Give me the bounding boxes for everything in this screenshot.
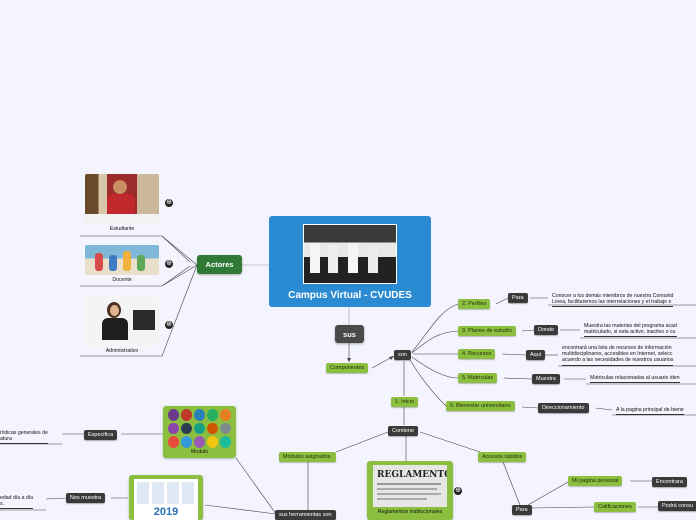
teacher-photo (85, 245, 159, 275)
globe-icon[interactable]: ⊕ (165, 199, 173, 207)
modulo-node[interactable]: Modulo (163, 406, 236, 458)
podra-node[interactable]: Podrá consu (658, 501, 696, 511)
modulos-asignados-node[interactable]: Módulos asignados. (279, 452, 336, 462)
actores-node[interactable]: Actores (197, 255, 242, 274)
matriculas-node[interactable]: 5. Matriculas (458, 373, 498, 383)
perfiles-note: Conocer a los demás miembros de nuestra … (552, 293, 674, 308)
bienestar-node[interactable]: 6. Bienestar universitario (446, 401, 515, 411)
herramientas-node[interactable]: sus herramientas son (275, 510, 336, 520)
mi-pagina-node[interactable]: Mi pagina personal (568, 476, 623, 486)
bienestar-link[interactable]: Direccionamiento (538, 403, 589, 413)
contiene-node[interactable]: Contiene (388, 426, 419, 436)
globe-icon[interactable]: ⊕ (165, 321, 173, 329)
modulo-caption: Modulo (190, 449, 208, 455)
graduation-photo (303, 224, 397, 284)
perfiles-link[interactable]: Para (508, 293, 528, 303)
student-photo (85, 174, 159, 224)
bienestar-note: A la pagina principal de biene (616, 407, 684, 416)
globe-icon[interactable]: ⊕ (454, 487, 462, 495)
teacher-caption: Docente (112, 277, 132, 283)
son-node[interactable]: son (394, 350, 411, 360)
modulo-icons-image (168, 409, 231, 448)
sus-node[interactable]: sus (335, 325, 364, 343)
globe-icon[interactable]: ⊕ (165, 260, 173, 268)
nos-muestra-link[interactable]: Nos muestra (66, 493, 106, 503)
admin-caption: Administrativo (105, 348, 139, 354)
recursos-link[interactable]: Aquí (526, 350, 546, 360)
central-topic[interactable]: Campus Virtual - CVUDES (269, 216, 431, 307)
calificaciones-node[interactable]: Calificaciones (594, 502, 636, 512)
reglamentos-image: REGLAMENTOS (373, 465, 447, 507)
calendar-node[interactable]: 2019 (129, 475, 203, 520)
student-caption: Estudiante (109, 226, 135, 232)
encontrara-node[interactable]: Encontrara (652, 477, 687, 487)
especifica-link[interactable]: Especifica (84, 430, 118, 440)
reglamentos-node[interactable]: REGLAMENTOS Reglamentos institucionales (367, 461, 453, 520)
matriculas-link[interactable]: Muestra (532, 374, 560, 384)
planes-link[interactable]: Donde (534, 325, 559, 335)
inicio-node[interactable]: 1. Inicio (391, 397, 418, 407)
planes-node[interactable]: 3. Planes de estudio (458, 326, 516, 336)
calendar-image: 2019 (134, 479, 198, 520)
reglamentos-caption: Reglamentos institucionales (377, 509, 443, 515)
componentes-node[interactable]: Componentes (326, 363, 369, 373)
recursos-note: encontrará una lista de recursos de info… (562, 345, 674, 366)
accesos-rapidos-node[interactable]: Accesos rápidos (478, 452, 527, 462)
para-node[interactable]: Para (512, 505, 532, 515)
recursos-node[interactable]: 4. Recursos (458, 349, 496, 359)
admin-photo (85, 296, 159, 346)
matriculas-note: Matriculas relacionadas al usuario iden (590, 375, 680, 384)
central-title: Campus Virtual - CVUDES (288, 290, 412, 301)
perfiles-node[interactable]: 2. Perfiles (458, 299, 491, 309)
